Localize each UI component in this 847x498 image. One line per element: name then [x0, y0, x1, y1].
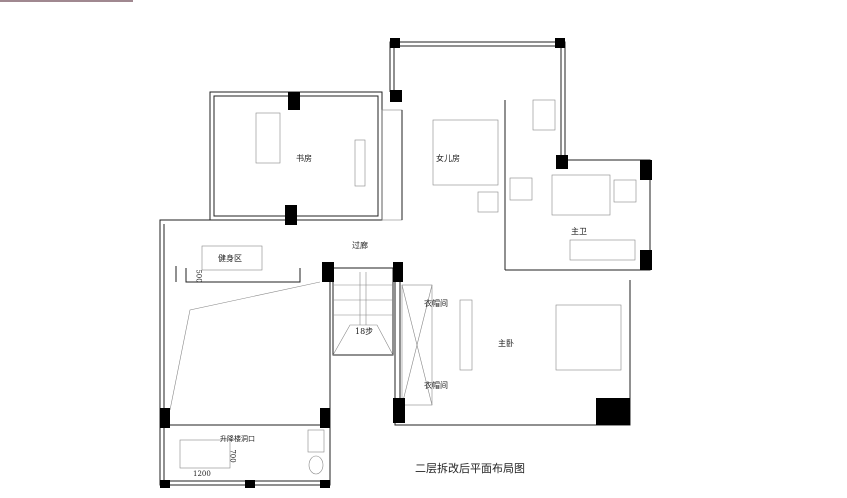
stairs-label: 18步	[355, 327, 374, 336]
stairs	[332, 267, 394, 356]
gym-walls	[159, 219, 331, 486]
dimension-lift-width: 1200	[193, 470, 211, 478]
columns	[160, 38, 652, 488]
top-rule	[0, 0, 133, 2]
master-bath-walls	[505, 159, 651, 271]
master-bedroom-walls	[394, 265, 631, 426]
dimension-gym-step: 500	[194, 269, 203, 283]
lift-opening-label: 升降楼洞口	[220, 435, 255, 443]
daughter-room-walls	[389, 41, 566, 270]
room-label-study: 书房	[296, 154, 312, 163]
drawing-title: 二层拆改后平面布局图	[415, 462, 525, 475]
room-label-gym: 健身区	[218, 254, 242, 263]
room-label-master-bedroom: 主卧	[498, 339, 514, 348]
room-label-daughter-room: 女儿房	[436, 154, 460, 163]
dimension-lift-depth: 700	[228, 449, 237, 463]
room-label-closet-top: 衣帽间	[424, 299, 448, 308]
room-label-master-bath: 主卫	[571, 227, 587, 236]
room-label-corridor: 过廊	[352, 241, 368, 250]
room-label-closet-bottom: 衣帽间	[424, 381, 448, 390]
